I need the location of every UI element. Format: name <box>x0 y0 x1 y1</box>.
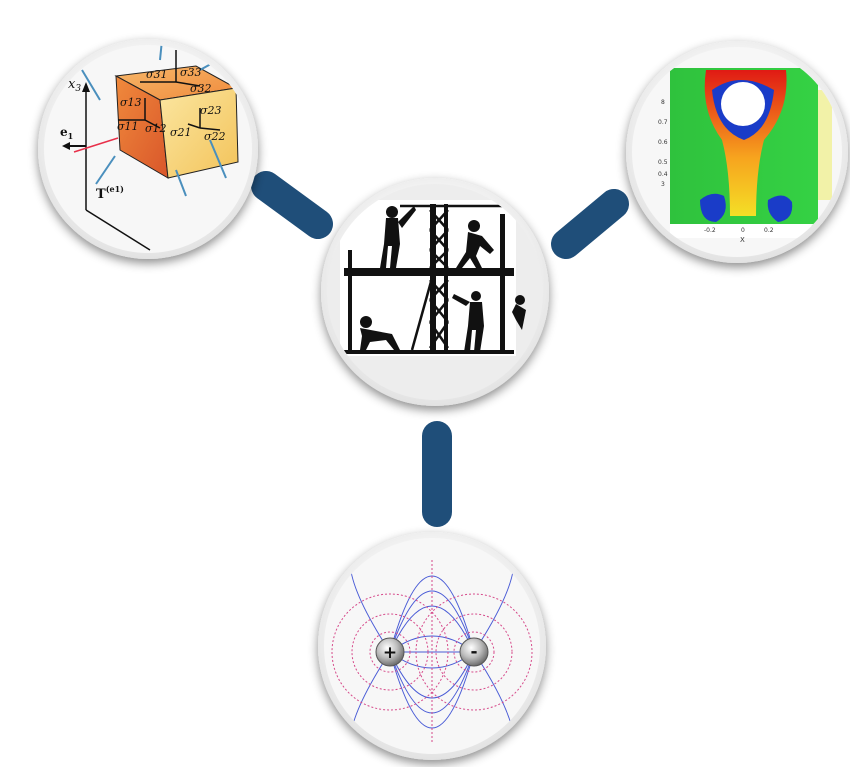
sigma-12-label: σ12 <box>145 122 167 135</box>
positive-charge <box>375 637 405 667</box>
sigma-21-label: σ21 <box>170 126 192 139</box>
sigma-31-label: σ31 <box>146 68 168 81</box>
dipole-node[interactable]: + - <box>318 532 546 764</box>
negative-charge <box>459 637 489 667</box>
cfd-ytick-2: 0.6 <box>658 139 668 146</box>
sigma-22-label: σ22 <box>204 130 226 143</box>
connector-top-right <box>551 189 629 259</box>
cfd-xtick-0: -0.2 <box>704 227 716 234</box>
construction-workers-icon <box>340 200 526 356</box>
cfd-ytick-5: 3 <box>661 181 665 188</box>
cfd-xlabel: X <box>740 236 745 244</box>
cfd-xtick-1: 0 <box>741 227 745 234</box>
fluid-flow-contour-icon: 8 0.7 0.6 0.5 0.4 3 -0.2 0 0.2 X <box>658 68 832 244</box>
sigma-11-label: σ11 <box>117 120 139 133</box>
connectors <box>251 171 629 527</box>
sigma-23-label: σ23 <box>200 104 222 117</box>
sigma-33-label: σ33 <box>180 66 202 79</box>
cfd-ytick-3: 0.5 <box>658 159 668 166</box>
sigma-32-label: σ32 <box>190 82 212 95</box>
negative-charge-label: - <box>470 642 477 662</box>
sigma-13-label: σ13 <box>120 96 142 109</box>
cfd-ytick-0: 8 <box>661 99 665 106</box>
cfd-ytick-4: 0.4 <box>658 171 668 178</box>
stress-cube-node[interactable]: x3 e1 σ31 σ33 σ3 <box>38 39 258 259</box>
connector-top-left <box>251 171 333 239</box>
workers-node[interactable] <box>321 178 549 406</box>
cfd-ytick-1: 0.7 <box>658 119 668 126</box>
positive-charge-label: + <box>383 643 397 663</box>
cfd-node[interactable]: 8 0.7 0.6 0.5 0.4 3 -0.2 0 0.2 X <box>626 41 848 263</box>
cfd-xtick-2: 0.2 <box>764 227 774 234</box>
